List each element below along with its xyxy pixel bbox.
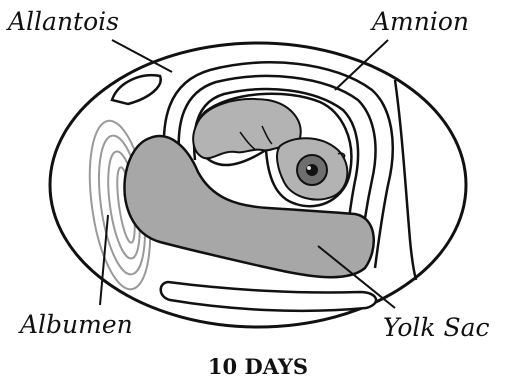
embryo-eye-pupil [306, 164, 318, 176]
egg-shell [50, 43, 466, 327]
label-allantois: Allantois [6, 7, 119, 36]
label-albumen: Albumen [18, 310, 133, 339]
caption: 10 DAYS [208, 354, 308, 379]
label-amnion: Amnion [370, 7, 469, 36]
label-yolk-sac: Yolk Sac [383, 313, 490, 342]
embryo-eye-highlight [307, 166, 311, 170]
